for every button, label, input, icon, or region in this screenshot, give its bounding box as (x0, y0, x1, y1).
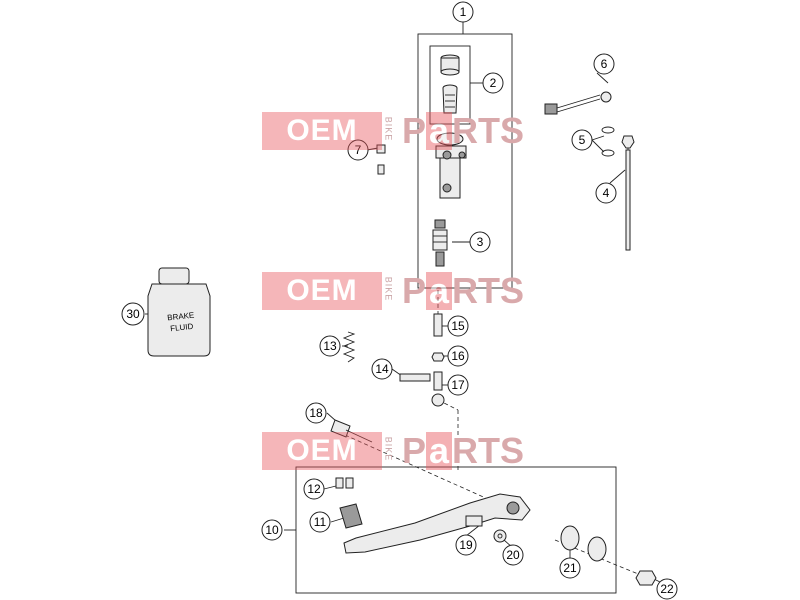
callout-15: 15 (447, 315, 469, 337)
leader-lines (145, 22, 661, 583)
svg-text:10: 10 (265, 523, 279, 537)
callout-14: 14 (371, 358, 393, 380)
callout-22: 22 (656, 578, 678, 600)
reservoir-body (442, 84, 458, 114)
callout-17: 17 (447, 374, 469, 396)
watermark-oem: OEM (262, 272, 382, 310)
push-rod (433, 313, 443, 337)
callout-4: 4 (595, 182, 617, 204)
watermark-bottom: OEM BIKE P a RTS (262, 430, 525, 471)
watermark-rts: RTS (452, 270, 525, 311)
brake-fluid-bottle: BRAKE FLUID (147, 267, 211, 357)
callout-3: 3 (469, 231, 491, 253)
pivot-nut (635, 570, 657, 586)
callout-20: 20 (502, 544, 524, 566)
washer (493, 529, 507, 543)
watermark-rts: RTS (452, 110, 525, 151)
callout-1: 1 (452, 1, 474, 23)
watermark-bike: BIKE (383, 116, 394, 142)
callout-13: 13 (319, 335, 341, 357)
watermark-bike: BIKE (383, 276, 394, 302)
brake-line (621, 135, 635, 251)
clevis (431, 371, 445, 407)
return-spring (342, 331, 356, 363)
callout-6: 6 (593, 53, 615, 75)
callout-18: 18 (305, 402, 327, 424)
svg-text:12: 12 (307, 482, 321, 496)
svg-text:4: 4 (603, 186, 610, 200)
watermark-a: a (426, 272, 453, 310)
svg-text:30: 30 (126, 307, 140, 321)
watermark-rts: RTS (452, 430, 525, 471)
watermark-a: a (426, 112, 453, 150)
callout-7: 7 (347, 139, 369, 161)
banjo-screws (376, 144, 386, 175)
svg-text:1: 1 (460, 5, 467, 19)
svg-text:17: 17 (451, 378, 465, 392)
svg-text:7: 7 (355, 143, 362, 157)
bottle-label-line1: BRAKE (167, 311, 195, 323)
bearing-pair (560, 525, 607, 562)
svg-text:6: 6 (601, 57, 608, 71)
callout-11: 11 (309, 511, 331, 533)
brake-light-switch (544, 91, 612, 115)
callout-30: 30 (121, 302, 145, 326)
svg-text:20: 20 (506, 548, 520, 562)
callout-19: 19 (455, 534, 477, 556)
bottle-label-line2: FLUID (170, 322, 194, 333)
svg-text:19: 19 (459, 538, 473, 552)
watermark-p: P (402, 110, 427, 151)
callout-21: 21 (559, 557, 581, 579)
svg-text:15: 15 (451, 319, 465, 333)
callout-12: 12 (303, 478, 325, 500)
svg-text:11: 11 (314, 515, 327, 529)
callout-5: 5 (571, 129, 593, 151)
piston-kit (432, 219, 448, 267)
pedal-pivot-pin (330, 419, 373, 443)
callouts: 1 2 3 4 5 6 7 10 11 12 13 14 15 16 17 18… (121, 1, 678, 600)
callout-2: 2 (482, 72, 504, 94)
lock-nut (431, 352, 445, 362)
pedal-tip (339, 503, 363, 529)
watermark-oem: OEM (262, 432, 382, 470)
svg-text:16: 16 (451, 349, 465, 363)
svg-text:13: 13 (323, 339, 337, 353)
watermark-p: P (402, 430, 427, 471)
brake-pedal (343, 493, 531, 554)
reservoir-cap (440, 54, 460, 76)
pivot-bolt (399, 373, 431, 382)
watermark-a: a (426, 432, 453, 470)
master-cylinder-group-box (417, 33, 513, 289)
svg-text:21: 21 (563, 561, 577, 575)
reservoir-subgroup-box (429, 45, 471, 125)
svg-text:22: 22 (660, 582, 674, 596)
callout-16: 16 (447, 345, 469, 367)
master-cylinder-body (435, 132, 467, 199)
callout-10: 10 (261, 519, 283, 541)
pedal-tip-screws (335, 477, 354, 489)
svg-text:3: 3 (477, 235, 484, 249)
svg-text:18: 18 (309, 406, 323, 420)
svg-text:2: 2 (490, 76, 497, 90)
watermark-bike: BIKE (383, 436, 394, 462)
watermark-p: P (402, 270, 427, 311)
watermark-middle: OEM BIKE P a RTS (262, 270, 525, 311)
watermark-top: OEM BIKE P a RTS (262, 110, 525, 151)
watermark-oem: OEM (262, 112, 382, 150)
bushing (465, 515, 483, 527)
o-rings (601, 126, 615, 157)
svg-text:14: 14 (375, 362, 389, 376)
svg-text:5: 5 (579, 133, 586, 147)
